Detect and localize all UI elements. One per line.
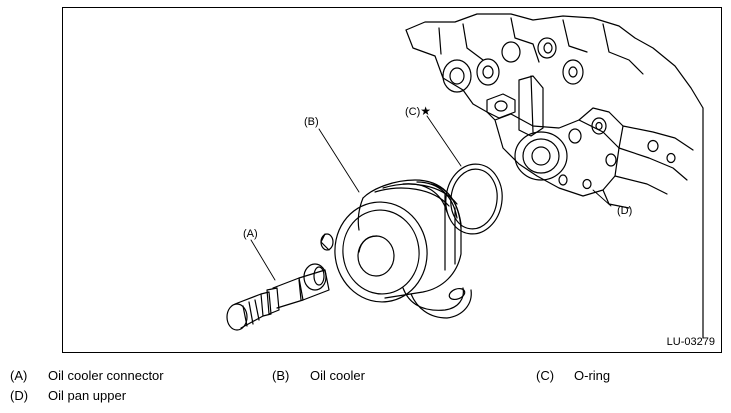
star-icon: ★ (420, 104, 432, 118)
legend-text: O-ring (574, 368, 611, 383)
legend-text: Oil pan upper (48, 388, 127, 403)
figure-id: LU-03279 (666, 336, 715, 348)
leader-a (250, 239, 276, 281)
callout-c-label: (C) (405, 106, 421, 118)
leader-d (592, 189, 612, 207)
legend-text: Oil cooler (310, 368, 365, 383)
leader-c (426, 115, 462, 167)
callout-d: (D) (617, 205, 633, 217)
legend-text: Oil cooler connector (48, 368, 164, 383)
callout-c: (C)★ (405, 105, 431, 118)
diagram-frame: (A) (B) (C)★ (D) LU-03279 (62, 7, 722, 353)
o-ring-drawing (445, 163, 503, 235)
legend-key: (D) (10, 388, 29, 403)
legend-key: (C) (536, 368, 555, 383)
callout-b: (B) (304, 116, 319, 128)
oil-pan-upper-drawing (405, 13, 704, 339)
leader-b (318, 128, 360, 193)
oil-cooler-drawing (320, 179, 472, 319)
callout-a: (A) (243, 228, 258, 240)
oil-cooler-connector-drawing (226, 263, 330, 331)
leader-lines (250, 115, 612, 281)
legend-key: (A) (10, 368, 28, 383)
exploded-view-drawing (226, 13, 704, 339)
legend-key: (B) (272, 368, 290, 383)
